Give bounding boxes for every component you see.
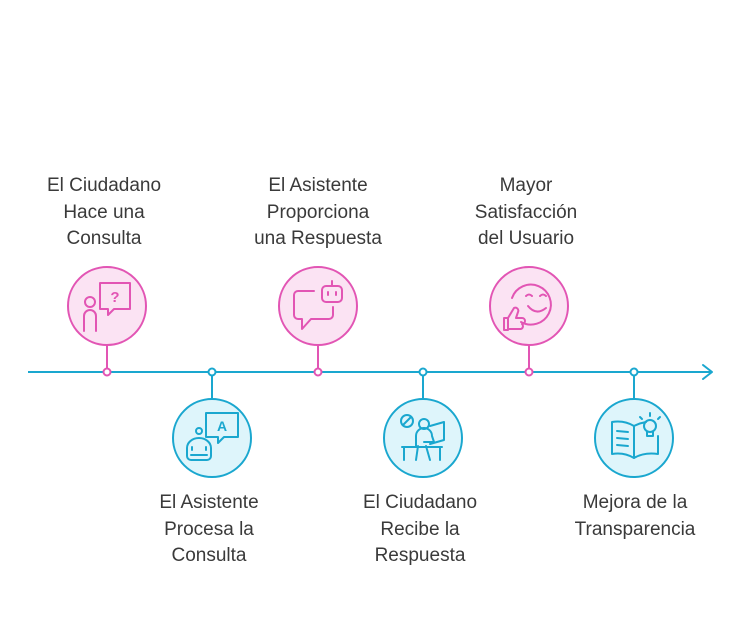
icon-circle: [278, 266, 358, 346]
timeline-step-3: [278, 266, 358, 377]
step-2-label-line-3: Consulta: [171, 545, 247, 566]
step-2-label-line-2: Procesa la: [164, 518, 254, 540]
timeline-step-2: A: [172, 367, 252, 478]
timeline-step-4: [383, 367, 463, 478]
axis-marker: [207, 367, 217, 377]
timeline-step-1: ?: [67, 266, 147, 377]
step-1-label-line-2: Hace una: [63, 201, 145, 223]
axis-marker: [524, 367, 534, 377]
icon-circle: [383, 398, 463, 478]
step-4-label: El Ciudadano Recibe la Respuesta: [330, 490, 510, 570]
step-5-label: Mayor Satisfacción del Usuario: [436, 173, 616, 253]
step-6-label-line-2: Transparencia: [574, 518, 696, 540]
timeline-arrowhead: [702, 364, 713, 380]
axis-marker: [418, 367, 428, 377]
step-6-label: Mejora de la Transparencia: [545, 490, 725, 543]
step-6-label-line-1: Mejora de la: [582, 492, 688, 513]
step-3-label-line-3: una Respuesta: [254, 228, 382, 249]
svg-text:A: A: [217, 418, 227, 434]
icon-circle: [67, 266, 147, 346]
step-3-label-line-2: Proporciona: [266, 201, 370, 223]
step-3-label: El Asistente Proporciona una Respuesta: [228, 173, 408, 253]
step-4-label-line-1: El Ciudadano: [362, 492, 478, 513]
robot-chat-icon: A: [186, 412, 239, 461]
step-2-label-line-1: El Asistente: [159, 492, 259, 513]
smiley-thumbs-up-icon: [503, 283, 552, 331]
step-3-label-line-1: El Asistente: [268, 175, 368, 196]
timeline-step-5: [489, 266, 569, 377]
step-1-label: El Ciudadano Hace una Consulta: [14, 173, 194, 253]
chat-bubble-robot-icon: [293, 280, 343, 330]
step-5-label-line-3: del Usuario: [477, 228, 575, 249]
person-reading-icon: [400, 414, 445, 461]
step-4-label-line-2: Recibe la: [380, 518, 460, 540]
step-4-label-line-3: Respuesta: [374, 545, 466, 566]
open-book-idea-icon: [611, 412, 661, 459]
step-1-label-line-1: El Ciudadano: [46, 175, 162, 196]
step-5-label-line-2: Satisfacción: [474, 201, 578, 223]
timeline-step-6: [594, 367, 674, 478]
axis-marker: [629, 367, 639, 377]
step-2-label: El Asistente Procesa la Consulta: [119, 490, 299, 570]
axis-marker: [313, 367, 323, 377]
axis-marker: [102, 367, 112, 377]
person-question-icon: ?: [83, 282, 131, 332]
step-1-label-line-3: Consulta: [66, 228, 142, 249]
step-5-label-line-1: Mayor: [499, 175, 553, 196]
svg-text:?: ?: [110, 289, 119, 306]
